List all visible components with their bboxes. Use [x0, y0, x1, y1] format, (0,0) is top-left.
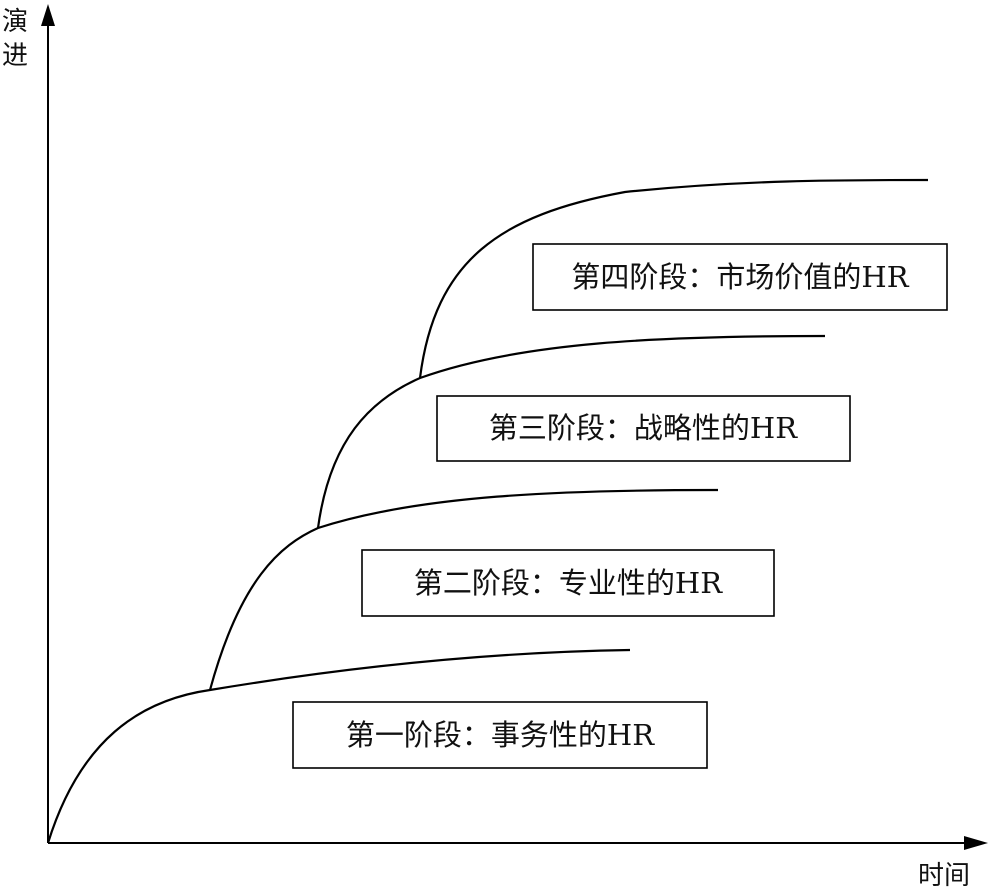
y-axis-label-char-1: 演 — [2, 7, 28, 37]
stage-4-curve — [418, 178, 929, 379]
stage-3-curve — [316, 334, 826, 529]
stage-2-label: 第二阶段：专业性的HR — [414, 566, 723, 600]
stage-3-label: 第三阶段：战略性的HR — [489, 411, 798, 445]
stage-4-label: 第四阶段：市场价值的HR — [571, 260, 909, 294]
y-axis — [41, 4, 55, 843]
x-axis-arrow-icon — [964, 836, 988, 850]
x-axis — [48, 836, 988, 850]
stage-4-box: 第四阶段：市场价值的HR — [532, 243, 948, 311]
x-axis-label: 时间 — [918, 861, 970, 891]
stage-2-curve — [208, 488, 719, 691]
stage-3-box: 第三阶段：战略性的HR — [436, 395, 851, 462]
y-axis-arrow-icon — [41, 4, 55, 26]
stage-1-curve — [46, 648, 631, 844]
stage-1-box: 第一阶段：事务性的HR — [292, 701, 708, 769]
y-axis-label-char-2: 进 — [2, 41, 28, 71]
stage-2-box: 第二阶段：专业性的HR — [361, 549, 775, 617]
stage-1-label: 第一阶段：事务性的HR — [346, 718, 655, 752]
